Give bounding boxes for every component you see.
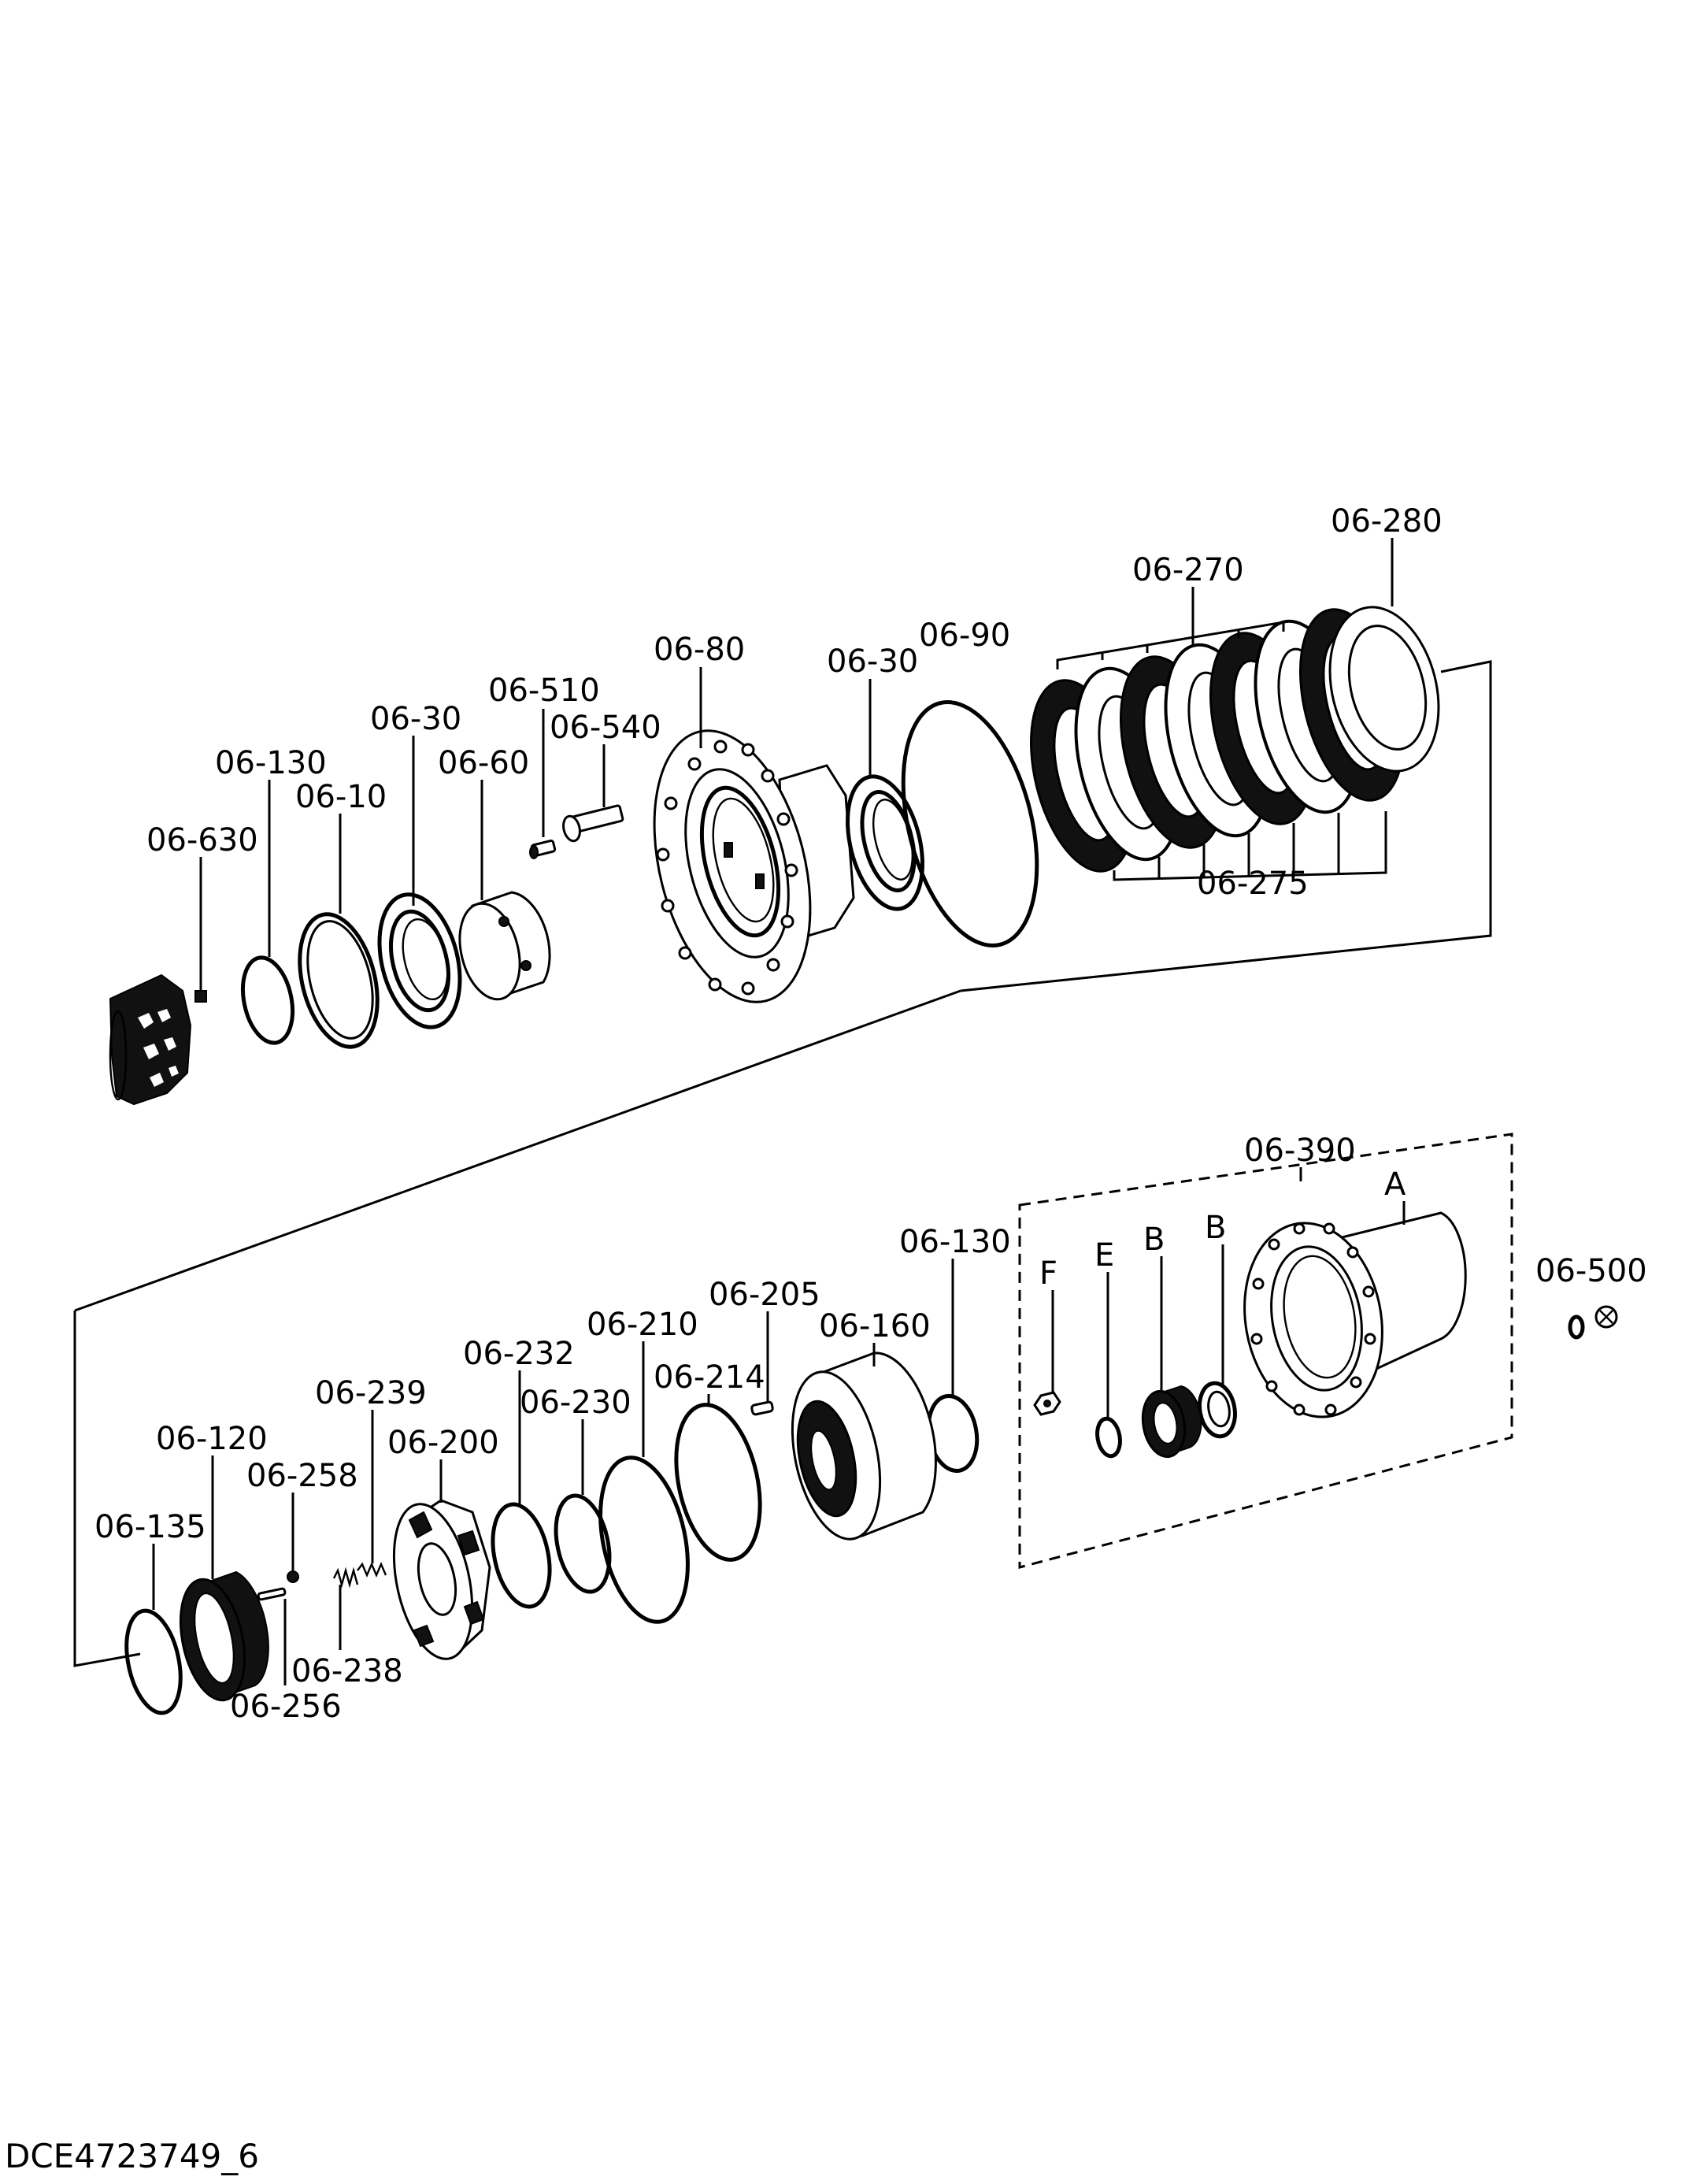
plug-06-500 <box>1568 1305 1618 1340</box>
label-06-160: 06-160 <box>819 1308 931 1344</box>
label-B-left: B <box>1143 1222 1165 1258</box>
label-06-60: 06-60 <box>438 745 529 781</box>
label-06-275: 06-275 <box>1197 866 1309 902</box>
label-06-30-right: 06-30 <box>827 643 918 680</box>
spring-06-239 <box>357 1561 387 1578</box>
label-06-500: 06-500 <box>1535 1253 1647 1289</box>
label-06-10: 06-10 <box>295 779 387 815</box>
needle-bearing-B-left <box>1141 1385 1202 1459</box>
ball-06-258 <box>287 1570 299 1583</box>
planet-carrier-06-200 <box>392 1499 491 1660</box>
leader-lines <box>152 538 1406 1685</box>
hub-bolt-holes <box>656 740 798 996</box>
drum-bolt-holes <box>1250 1222 1376 1416</box>
o-ring-06-214 <box>674 1403 762 1562</box>
label-06-135: 06-135 <box>94 1509 206 1545</box>
piston-06-160 <box>791 1352 937 1541</box>
assembly-axis-frame <box>73 660 1492 1667</box>
label-06-130-top: 06-130 <box>215 745 327 781</box>
o-ring-06-210 <box>598 1455 690 1624</box>
hub-housing-06-80 <box>653 729 855 1003</box>
sleeve-06-60 <box>458 891 551 1001</box>
label-06-210: 06-210 <box>587 1307 698 1343</box>
label-06-214: 06-214 <box>654 1359 765 1396</box>
bolt-06-540 <box>562 804 624 843</box>
drawing-id: DCE4723749_6 <box>5 2137 259 2175</box>
label-06-256: 06-256 <box>230 1689 342 1725</box>
label-06-540: 06-540 <box>550 710 661 746</box>
label-06-130-bottom: 06-130 <box>899 1224 1011 1260</box>
label-06-230: 06-230 <box>520 1385 631 1421</box>
label-06-205: 06-205 <box>709 1277 820 1313</box>
kit-box-06-390 <box>1018 1133 1513 1569</box>
pin-06-256 <box>257 1587 287 1601</box>
screw-06-510 <box>529 839 557 859</box>
spring-06-238 <box>332 1567 359 1589</box>
o-ring-06-130-top <box>241 955 294 1045</box>
o-ring-06-135 <box>124 1608 183 1715</box>
ring-gear-06-120 <box>179 1570 269 1702</box>
o-ring-06-232 <box>491 1502 552 1609</box>
label-A: A <box>1384 1166 1406 1203</box>
label-06-238: 06-238 <box>291 1653 403 1689</box>
label-06-239: 06-239 <box>315 1375 427 1411</box>
thrust-washer-06-280 <box>1328 606 1440 773</box>
label-F: F <box>1039 1255 1057 1292</box>
label-06-630: 06-630 <box>146 822 258 858</box>
label-E: E <box>1094 1237 1114 1274</box>
label-06-90: 06-90 <box>919 617 1010 654</box>
o-ring-06-90 <box>901 700 1039 947</box>
leader-bracket-06-275 <box>1113 811 1387 881</box>
label-06-232: 06-232 <box>463 1336 575 1372</box>
housing-drum-A <box>1243 1211 1467 1418</box>
bearing-06-30-left <box>377 892 462 1029</box>
label-B-right: B <box>1205 1210 1226 1246</box>
label-06-80: 06-80 <box>654 632 745 668</box>
label-06-270: 06-270 <box>1132 552 1244 588</box>
pin-06-205 <box>750 1400 774 1416</box>
nut-F <box>1033 1391 1061 1416</box>
o-ring-06-230 <box>554 1493 612 1594</box>
label-06-200: 06-200 <box>387 1425 499 1461</box>
snap-ring-E <box>1095 1416 1122 1459</box>
label-06-120: 06-120 <box>156 1421 268 1457</box>
label-06-258: 06-258 <box>246 1458 358 1494</box>
bearing-ring-B-right <box>1198 1381 1237 1439</box>
seal-ring-06-10 <box>298 912 380 1049</box>
label-06-510: 06-510 <box>488 673 600 709</box>
leader-bracket-06-270 <box>1056 587 1285 669</box>
part-labels: 06-280 06-270 06-275 06-90 06-30 06-80 0… <box>94 503 1647 1725</box>
label-06-390: 06-390 <box>1244 1133 1356 1169</box>
label-06-280: 06-280 <box>1331 503 1443 540</box>
label-06-30-left: 06-30 <box>370 701 461 737</box>
planet-carrier-assembly <box>109 973 207 1106</box>
